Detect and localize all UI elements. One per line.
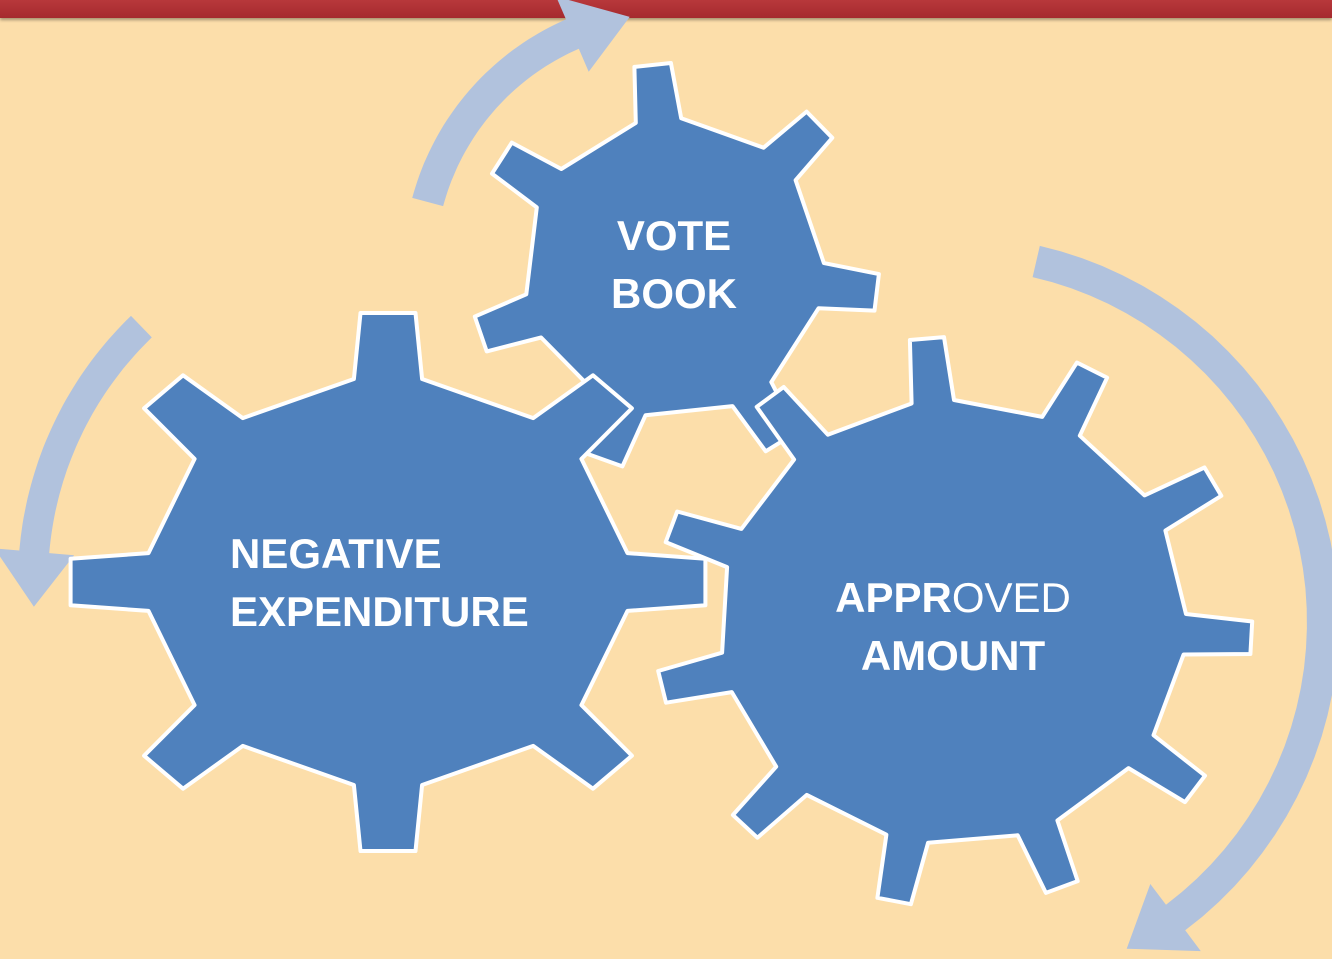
approved-part-2: R [921, 574, 951, 621]
title-bar [0, 0, 1332, 18]
negative-expenditure-label-line2: EXPENDITURE [230, 588, 529, 635]
cycle-arrow-left [0, 315, 152, 607]
negative-expenditure-label-line1: NEGATIVE [230, 530, 442, 577]
vote-book-label-line2: BOOK [611, 270, 737, 317]
vote-book-label-line1: VOTE [617, 212, 731, 259]
approved-amount-gear [656, 335, 1255, 907]
approved-amount-label-line1: APPROVED [835, 574, 1071, 621]
cycle-arrow-right [1032, 245, 1332, 952]
negative-expenditure-gear [68, 311, 708, 853]
approved-amount-label-line2: AMOUNT [861, 632, 1046, 679]
approved-part-1: APP [835, 574, 921, 621]
cycle-arrow-top [412, 0, 630, 207]
vote-book-gear [472, 61, 881, 469]
approved-part-3: OVED [952, 574, 1071, 621]
